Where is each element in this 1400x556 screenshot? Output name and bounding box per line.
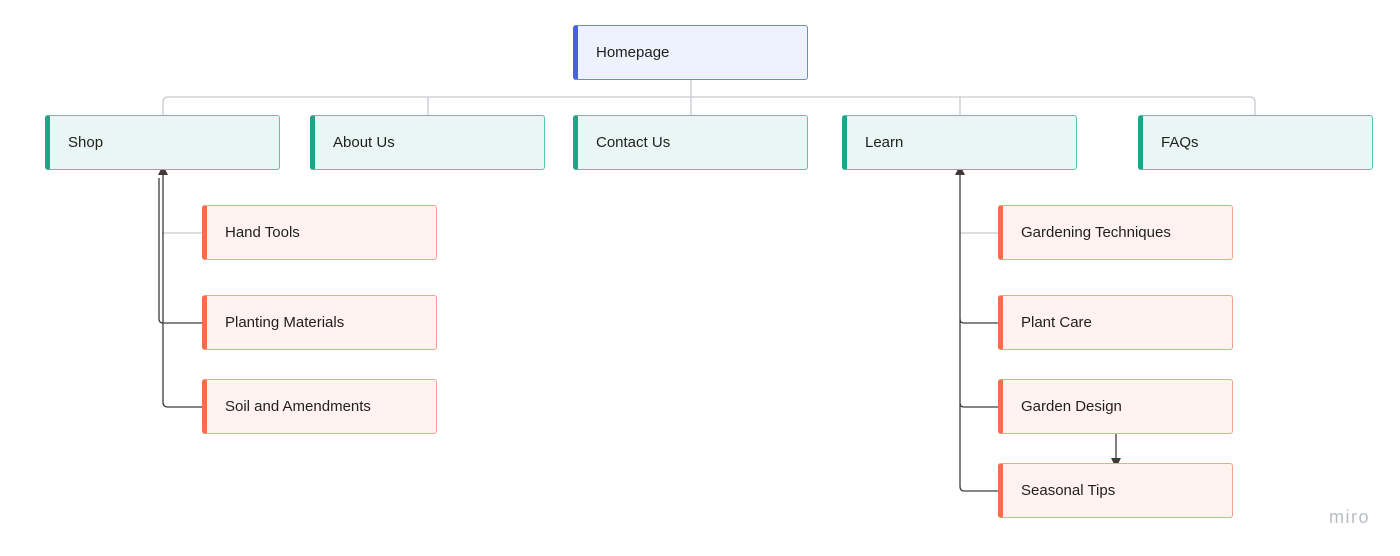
node-gardening-techniques[interactable]: Gardening Techniques (998, 205, 1233, 260)
connector-soil (158, 165, 203, 408)
node-learn-label: Learn (865, 134, 904, 151)
node-shop-label: Shop (68, 134, 104, 151)
node-plant-care[interactable]: Plant Care (998, 295, 1233, 350)
node-hand-tools[interactable]: Hand Tools (202, 205, 437, 260)
shop-connectors (158, 165, 203, 408)
node-garden-design[interactable]: Garden Design (998, 379, 1233, 434)
node-faqs-label: FAQs (1161, 134, 1199, 151)
connector-planting-materials (158, 178, 203, 324)
node-gardening-techniques-label: Gardening Techniques (1021, 224, 1171, 241)
connector-plant-care (959, 318, 999, 324)
node-about-us-label: About Us (333, 134, 395, 151)
node-about-us[interactable]: About Us (310, 115, 545, 170)
node-plant-care-label: Plant Care (1021, 314, 1092, 331)
node-planting-materials[interactable]: Planting Materials (202, 295, 437, 350)
node-planting-materials-label: Planting Materials (225, 314, 345, 331)
connector-bus (168, 96, 1256, 115)
learn-connectors (955, 165, 1121, 492)
node-garden-design-label: Garden Design (1021, 398, 1122, 415)
miro-watermark: miro (1329, 507, 1370, 527)
node-seasonal-tips[interactable]: Seasonal Tips (998, 463, 1233, 518)
node-shop[interactable]: Shop (45, 115, 280, 170)
connector-seasonal-tips (955, 165, 999, 492)
connector-bus-left (162, 96, 169, 115)
node-contact-us[interactable]: Contact Us (573, 115, 808, 170)
node-homepage[interactable]: Homepage (573, 25, 808, 80)
node-contact-us-label: Contact Us (596, 134, 671, 151)
node-hand-tools-label: Hand Tools (225, 224, 300, 241)
connector-garden-design (959, 402, 999, 408)
node-homepage-label: Homepage (596, 44, 670, 61)
root-connectors (162, 80, 1256, 115)
node-faqs[interactable]: FAQs (1138, 115, 1373, 170)
node-learn[interactable]: Learn (842, 115, 1077, 170)
node-soil-and-amendments[interactable]: Soil and Amendments (202, 379, 437, 434)
node-soil-and-amendments-label: Soil and Amendments (225, 398, 371, 415)
node-seasonal-tips-label: Seasonal Tips (1021, 482, 1116, 499)
